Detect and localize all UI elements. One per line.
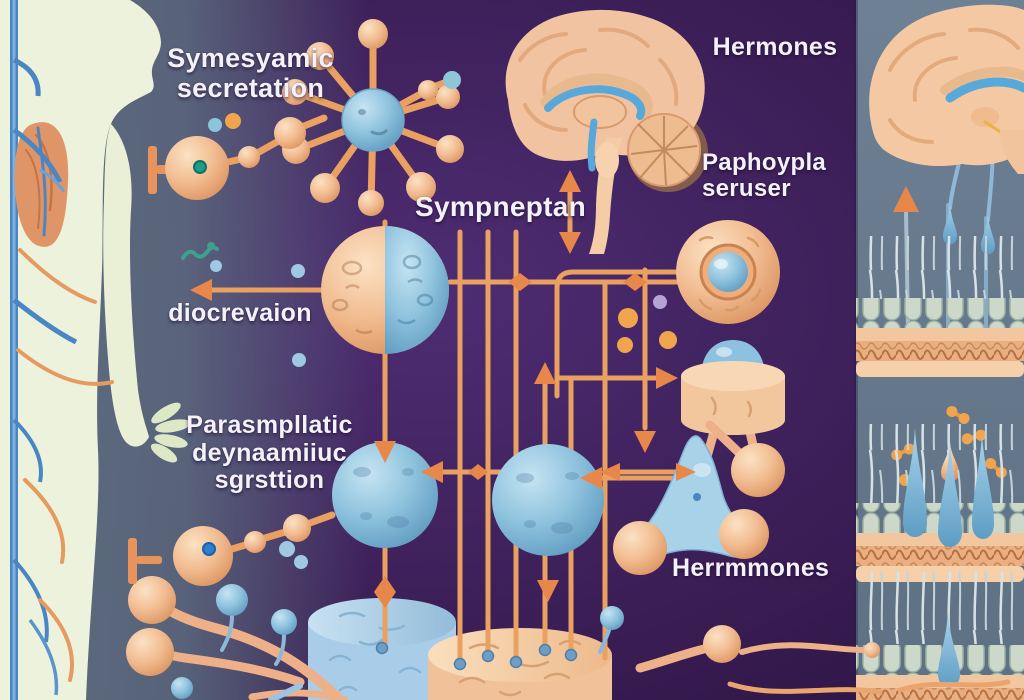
hairs-band2 <box>858 424 1024 503</box>
human-body-silhouette <box>0 0 191 700</box>
half-sphere-cell <box>321 226 449 354</box>
arrow-up-icon <box>559 170 581 192</box>
arrow-up-icon <box>534 362 556 384</box>
tissue-cylinders <box>308 598 612 700</box>
diamond-node <box>468 464 488 480</box>
diamond-node <box>623 273 647 291</box>
wire-anchors <box>375 641 578 671</box>
tentacles-left <box>126 576 349 700</box>
arrow-right-icon <box>656 367 678 389</box>
hairs-band3 <box>858 572 1024 644</box>
blood-vessels <box>10 0 78 700</box>
diamond-node <box>374 576 396 608</box>
right-brain <box>869 4 1024 174</box>
cylinder-accessories <box>598 606 741 673</box>
scattered-particles <box>181 242 677 569</box>
purple-dot <box>653 295 667 309</box>
orange-dot <box>225 113 241 129</box>
arrow-down-icon <box>537 580 559 602</box>
brain-sagittal <box>505 9 708 254</box>
secretion-teardrops <box>903 428 994 547</box>
arrow-down-icon <box>374 441 396 463</box>
right-panel-tissue <box>856 4 1024 700</box>
blue-sphere-b <box>492 444 604 556</box>
tentacles-right <box>727 642 1011 695</box>
cerebellum <box>627 113 701 187</box>
receptor-cell-top <box>148 113 328 200</box>
arrow-down-icon <box>634 431 656 453</box>
teal-ball <box>443 71 461 89</box>
arrow-left-icon <box>190 279 212 301</box>
receptor-cell-bottom <box>128 511 336 586</box>
tissue-band-1 <box>856 298 1024 377</box>
arrow-right-icon <box>676 463 696 481</box>
arrow-left-icon <box>580 467 602 489</box>
arrow-left-icon <box>421 461 443 483</box>
diamond-node <box>508 273 532 291</box>
blue-sphere-a <box>332 442 438 548</box>
arrow-left-icon <box>600 463 620 481</box>
hand-fingers <box>150 402 191 463</box>
arrow-down-icon <box>559 232 581 254</box>
blue-neuron <box>613 420 785 575</box>
blue-dot <box>208 118 222 132</box>
teardrop-band3 <box>938 612 960 688</box>
nerve-branches <box>16 248 114 682</box>
arrowheads-and-diamonds <box>190 170 696 671</box>
endocrine-cell <box>676 220 780 324</box>
lung-organ <box>12 122 69 247</box>
hairs-band1 <box>858 236 1024 299</box>
